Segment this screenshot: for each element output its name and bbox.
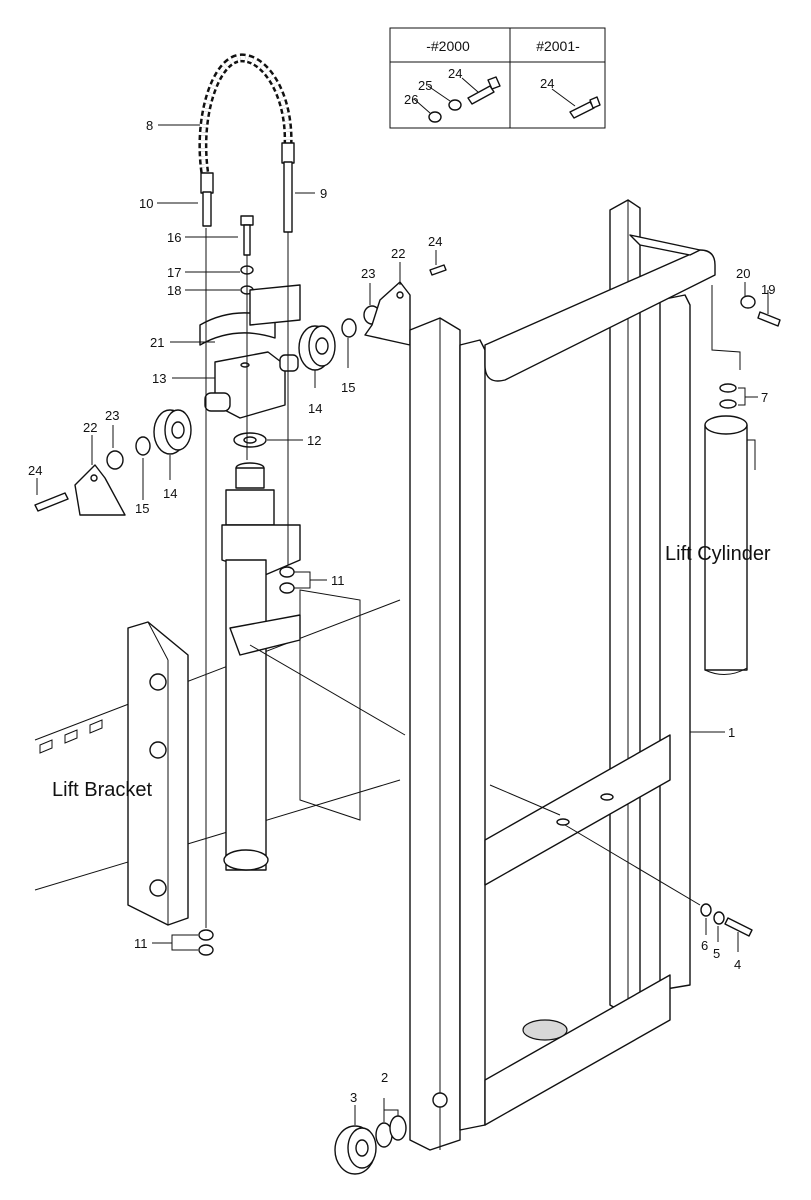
washer-5 [713, 911, 725, 925]
callout-12: 12 [307, 433, 321, 448]
callout-15-left: 15 [135, 501, 149, 516]
callout-13: 13 [152, 371, 166, 386]
callout-24-left: 24 [28, 463, 42, 478]
callout-7: 7 [761, 390, 768, 405]
bolt-4 [724, 917, 753, 937]
nut-11-lower [198, 929, 214, 956]
callout-6: 6 [701, 938, 708, 953]
washer-6 [700, 903, 712, 917]
callout-24-right: 24 [428, 234, 442, 249]
callout-9: 9 [320, 186, 327, 201]
callout-19: 19 [761, 282, 775, 297]
callout-26-table: 26 [404, 92, 418, 107]
sheave-14-left [153, 409, 192, 455]
bolt-16 [240, 215, 254, 256]
variant-col-1-header: -#2000 [426, 38, 470, 54]
chain-anchor-bolt-10 [200, 172, 214, 227]
callout-8: 8 [146, 118, 153, 133]
sheave-guard-21 [199, 284, 301, 346]
lift-chain [198, 53, 293, 181]
label-lift-cylinder: Lift Cylinder [665, 543, 771, 565]
callout-22-left: 22 [83, 420, 97, 435]
callout-16: 16 [167, 230, 181, 245]
callout-11-upper: 11 [331, 573, 345, 588]
shim-2-b [389, 1115, 407, 1141]
nut-11-upper [279, 566, 295, 594]
callout-22-right: 22 [391, 246, 405, 261]
callout-leaders [36, 124, 769, 1125]
bolt-19 [757, 311, 781, 327]
callout-11-lower: 11 [134, 936, 148, 951]
callout-14-left: 14 [163, 486, 177, 501]
callout-numbers: 8 10 9 16 17 18 21 13 14 12 15 23 22 24 … [28, 118, 775, 1105]
callout-4: 4 [734, 957, 741, 972]
callout-14-right: 14 [308, 401, 322, 416]
washer-26-drawing [428, 111, 442, 123]
callout-5: 5 [713, 946, 720, 961]
snap-ring-15-left [135, 436, 151, 456]
washer-23-left [106, 450, 124, 470]
bolt-24-drawing [467, 85, 495, 105]
chain-anchor-bolt-9 [281, 142, 295, 233]
callout-20: 20 [736, 266, 750, 281]
mast-1 [409, 199, 716, 1151]
callout-15-right: 15 [341, 380, 355, 395]
snap-ring-15-right [341, 318, 357, 338]
callout-21: 21 [150, 335, 164, 350]
lift-cylinder-rear [704, 285, 781, 675]
packing-7-lower [719, 399, 737, 409]
callout-2: 2 [381, 1070, 388, 1085]
variant-table: -#2000 #2001- 26 25 24 24 [389, 27, 606, 129]
callout-24-table-b: 24 [540, 76, 554, 91]
lift-bracket-frame [34, 589, 401, 926]
callout-18: 18 [167, 283, 181, 298]
lift-cylinder-front [221, 462, 301, 871]
packing-7-upper [719, 383, 737, 393]
callout-1: 1 [728, 725, 735, 740]
callout-3: 3 [350, 1090, 357, 1105]
callout-23-left: 23 [105, 408, 119, 423]
label-lift-bracket: Lift Bracket [52, 779, 152, 801]
variant-col-2-header: #2001- [536, 38, 580, 54]
callout-23-right: 23 [361, 266, 375, 281]
roller-3 [334, 1125, 377, 1175]
sheave-14-right [298, 325, 336, 371]
nut-20 [740, 295, 756, 309]
sheave-block-13 [204, 351, 299, 419]
bracket-22-left [34, 464, 126, 516]
callout-10: 10 [139, 196, 153, 211]
washer-25-drawing [448, 99, 462, 111]
callout-17: 17 [167, 265, 181, 280]
callout-24-table-a: 24 [448, 66, 462, 81]
callout-25-table: 25 [418, 78, 432, 93]
